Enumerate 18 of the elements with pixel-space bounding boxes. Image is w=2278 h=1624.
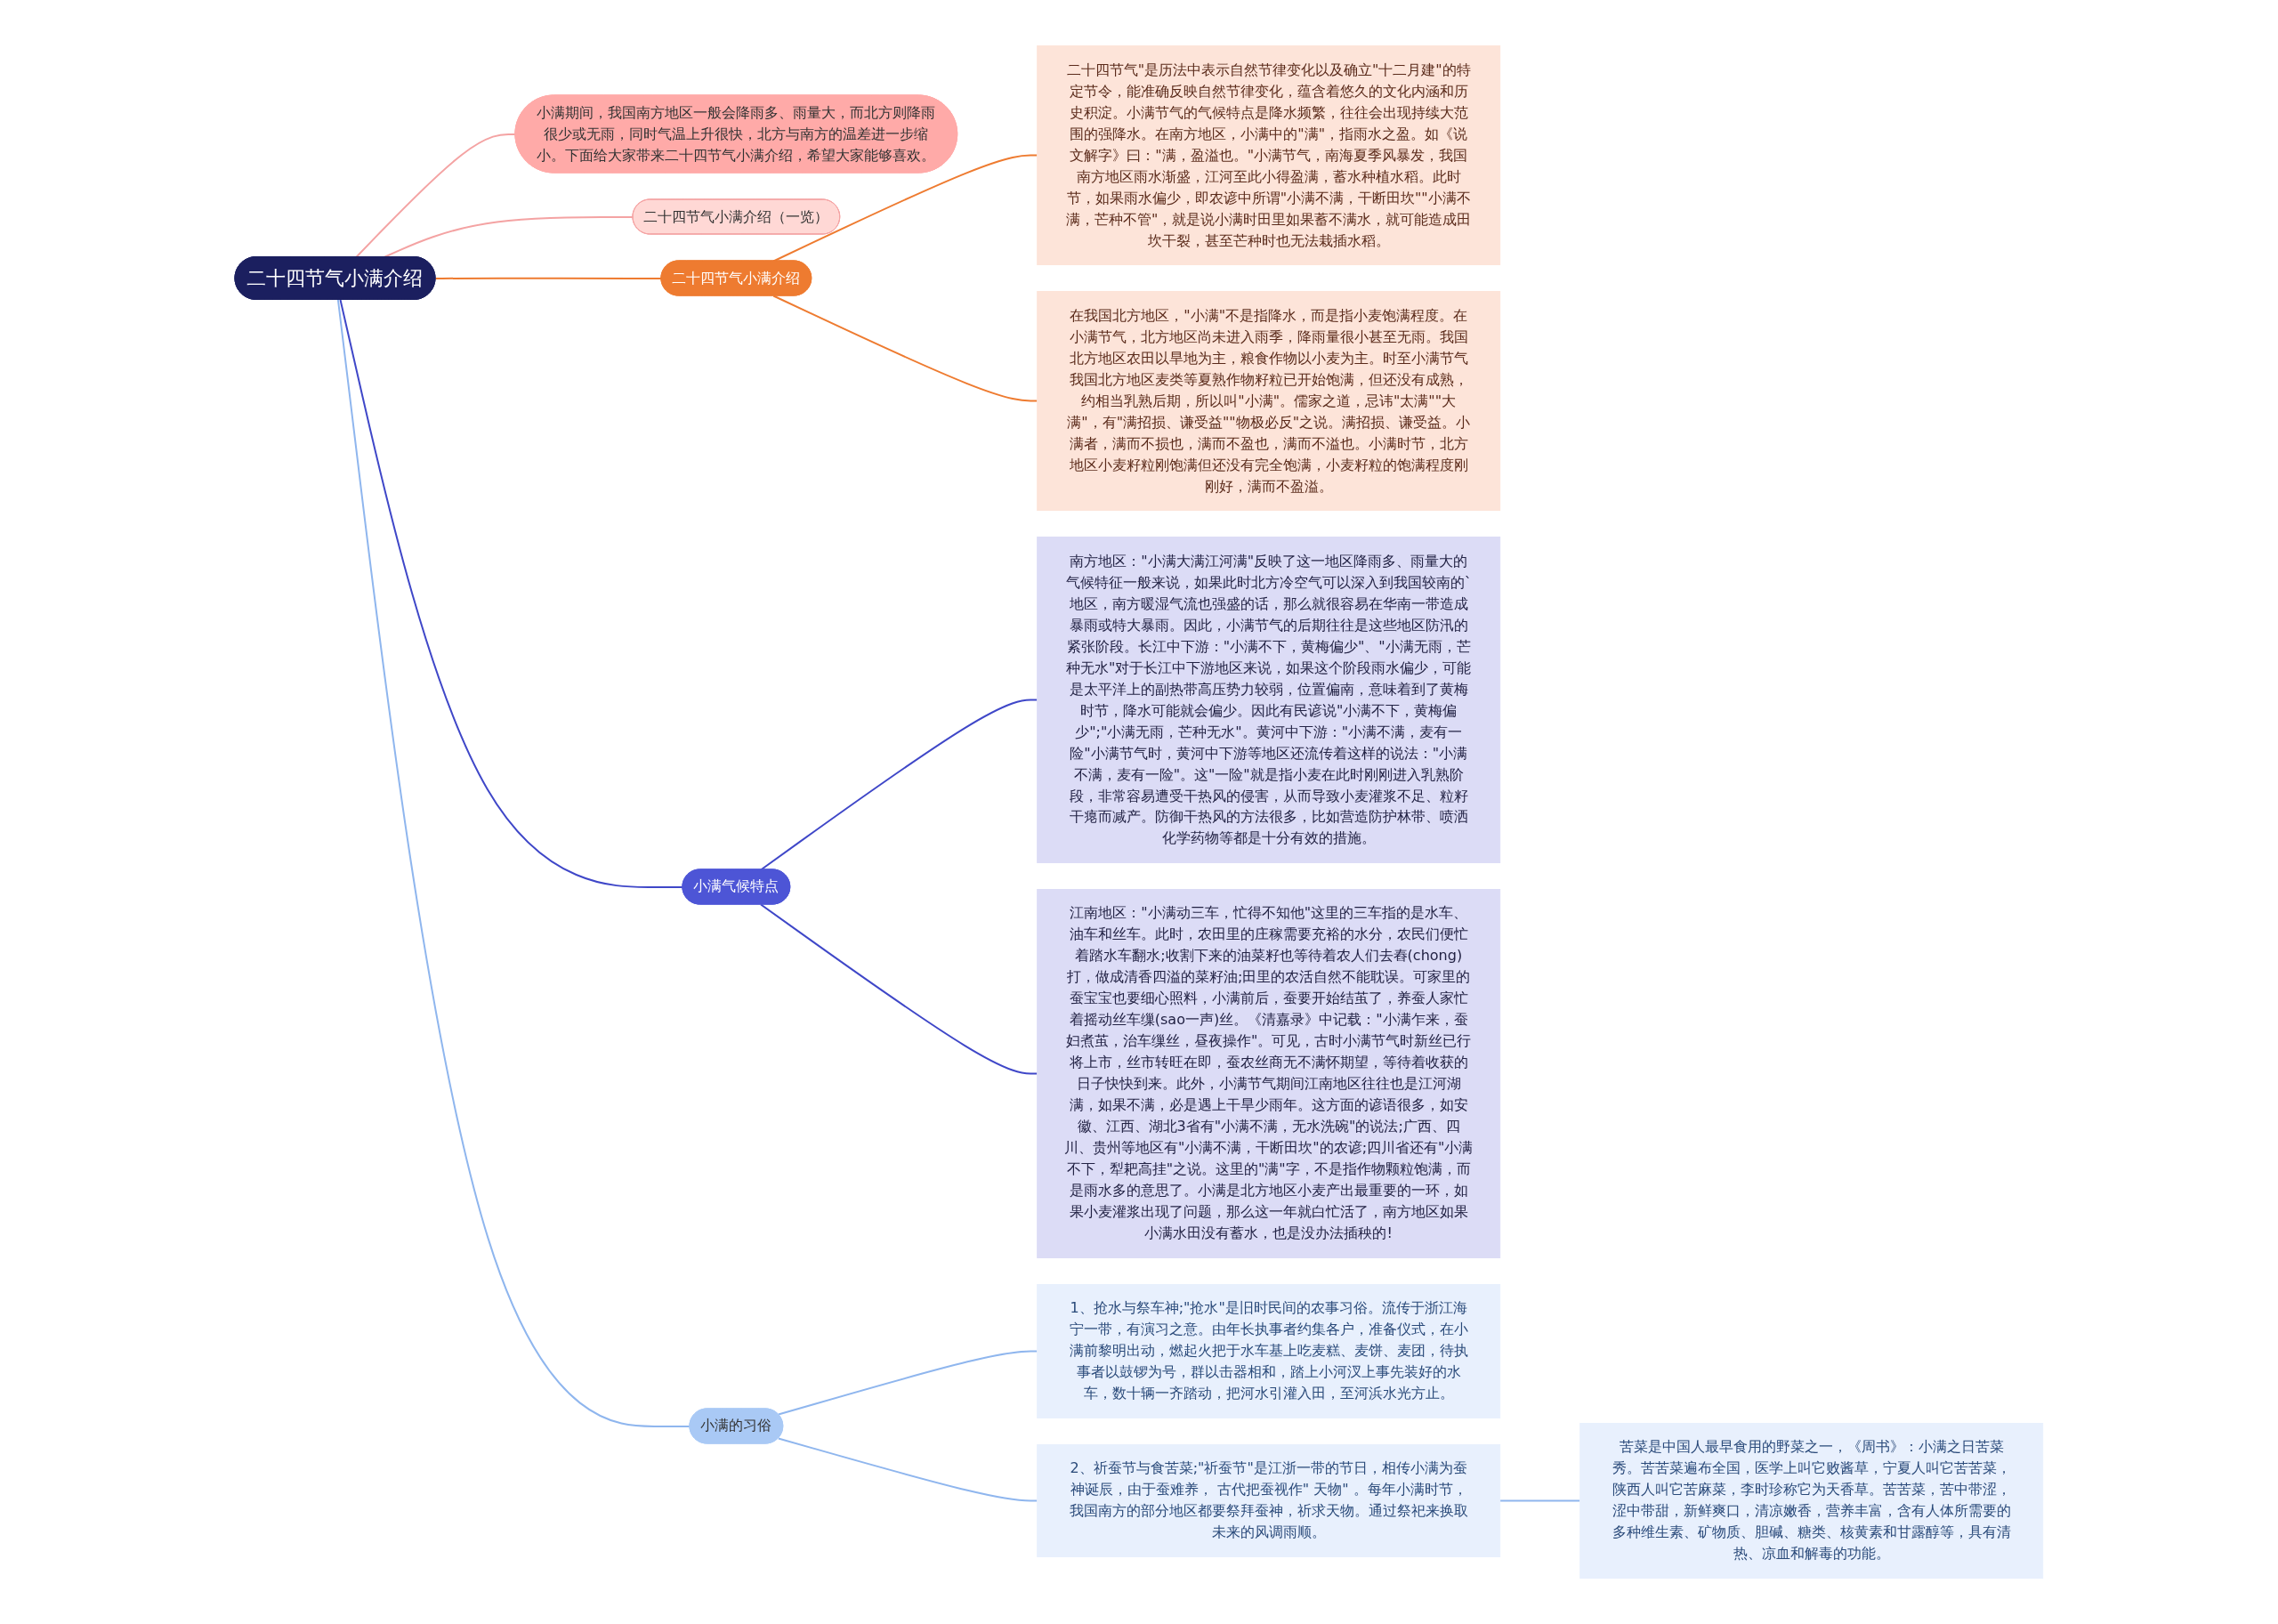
connector	[777, 1350, 1038, 1416]
connector	[772, 295, 1038, 402]
node-box: 二十四节气"是历法中表示自然节律变化以及确立"十二月建"的特定节令，能准确反映自然节律变化，蕴含着悠久的文化内涵和历史积淀。小满节气的气候特点是降水频繁，往往会出现持续大范围的强降水。在南方地区，小满中的"满"，指雨水之盈。如《说文解字》曰："满，盈溢也。"小满节气，南海夏季风暴发，我国南方地区雨水渐盛，江河至此小得盈满，蓄水种植水稻。此时节，如果雨水偏少，即农谚中所谓"小满不满，干断田坎""小满不满，芒种不管"，就是说小满时田里如果蓄不满水，就可能造成田坎干裂，甚至芒种时也无法栽插水稻。	[1037, 45, 1501, 265]
node-box: 江南地区："小满动三车，忙得不知他"这里的三车指的是水车、油车和丝车。此时，农田里的庄稼需要充裕的水分，农民们便忙着踏水车翻水;收割下来的油菜籽也等待着农人们去舂(chong)打，做成清香四溢的菜籽油;田里的农活自然不能耽误。可家里的蚕宝宝也要细心照料，小满前后，蚕要开始结茧了，养蚕人家忙着摇动丝车缫(sao一声)丝。《清嘉录》中记载："小满乍来，蚕妇煮茧，治车缫丝，昼夜操作"。可见，古时小满节气时新丝已行将上市，丝市转旺在即，蚕农丝商无不满怀期望，等待着收获的日子快快到来。此外，小满节气期间江南地区往往也是江河湖满，如果不满，必是遇上干旱少雨年。这方面的谚语很多，如安徽、江西、湖北3省有"小满不满，无水洗碗"的说法;广西、四川、贵州等地区有"小满不满，干断田坎"的农谚;四川省还有"小满不下，犁耙高挂"之说。这里的"满"字，不是指作物颗粒饱满，而是雨水多的意思了。小满是北方地区小麦产出最重要的一环，如果小麦灌浆出现了问题，那么这一年就白忙活了，南方地区如果小满水田没有蓄水，也是没办法插秧的!	[1037, 889, 1501, 1258]
connector	[355, 133, 517, 258]
connector	[1498, 1499, 1581, 1502]
connector	[772, 154, 1038, 263]
node-box: 2、祈蚕节与食苦菜;"祈蚕节"是江浙一带的节日，相传小满为蚕神诞辰，由于蚕难养， 古代把蚕视作" 天物" 。每年小满时节，我国南方的部分地区都要祭拜蚕神，祈求天物。通过祭祀来换取未来的风调雨顺。	[1037, 1444, 1501, 1557]
connector	[760, 699, 1038, 871]
node-box: 苦菜是中国人最早食用的野菜之一，《周书》：小满之日苦菜秀。苦苦菜遍布全国，医学上叫它败酱草，宁夏人叫它苦苦菜，陕西人叫它苦麻菜，李时珍称它为天香草。苦苦菜，苦中带涩，涩中带甜，新鲜爽口，清凉嫩香，营养丰富，含有人体所需要的多种维生素、矿物质、胆碱、糖类、核黄素和甘露醇等，具有清热、凉血和解毒的功能。	[1579, 1423, 2044, 1579]
node-box: 南方地区："小满大满江河满"反映了这一地区降雨多、雨量大的气候特征一般来说，如果此时北方冷空气可以深入到我国较南的`地区，南方暖湿气流也强盛的话，那么就很容易在华南一带造成暴雨或特大暴雨。因此，小满节气的后期往往是这些地区防汛的紧张阶段。长江中下游："小满不下，黄梅偏少"、"小满无雨，芒种无水"对于长江中下游地区来说，如果这个阶段雨水偏少，可能是太平洋上的副热带高压势力较弱，位置偏南，意味着到了黄梅时节，降水可能就会偏少。因此有民谚说"小满不下，黄梅偏少";"小满无雨，芒种无水"。黄河中下游："小满不满，麦有一险"小满节气时，黄河中下游等地区还流传着这样的说法："小满不满，麦有一险"。这"一险"就是指小麦在此时刚刚进入乳熟阶段，非常容易遭受干热风的侵害，从而导致小麦灌浆不足、粒籽干瘪而减产。防御干热风的方法很多，比如营造防护林带、喷洒化学药物等都是十分有效的措施。	[1037, 537, 1501, 863]
connector	[337, 299, 691, 1427]
node-box: 在我国北方地区，"小满"不是指降水，而是指小麦饱满程度。在小满节气，北方地区尚未进入雨季，降雨量很小甚至无雨。我国北方地区农田以旱地为主，粮食作物以小麦为主。时至小满节气我国北方地区麦类等夏熟作物籽粒已开始饱满，但还没有成熟，约相当乳熟后期，所以叫"小满"。儒家之道，忌讳"太满""大满"，有"满招损、谦受益""物极必反"之说。满招损、谦受益。小满者，满而不损也，满而不盈也，满而不溢也。小满时节，北方地区小麦籽粒刚饱满但还没有完全饱满，小麦籽粒的饱满程度刚刚好，满而不盈溢。	[1037, 291, 1501, 511]
connector	[434, 277, 663, 279]
node-box: 1、抢水与祭车神;"抢水"是旧时民间的农事习俗。流传于浙江海宁一带，有演习之意。由年长执事者约集各户，准备仪式，在小满前黎明出动，燃起火把于水车基上吃麦糕、麦饼、麦团，待执事者以鼓锣为号，群以击器相和，踏上小河汊上事先装好的水车，数十辆一齐踏动，把河水引灌入田，至河浜水光方止。	[1037, 1284, 1501, 1418]
connector	[760, 903, 1038, 1075]
connector	[777, 1437, 1038, 1502]
connector	[339, 299, 684, 888]
